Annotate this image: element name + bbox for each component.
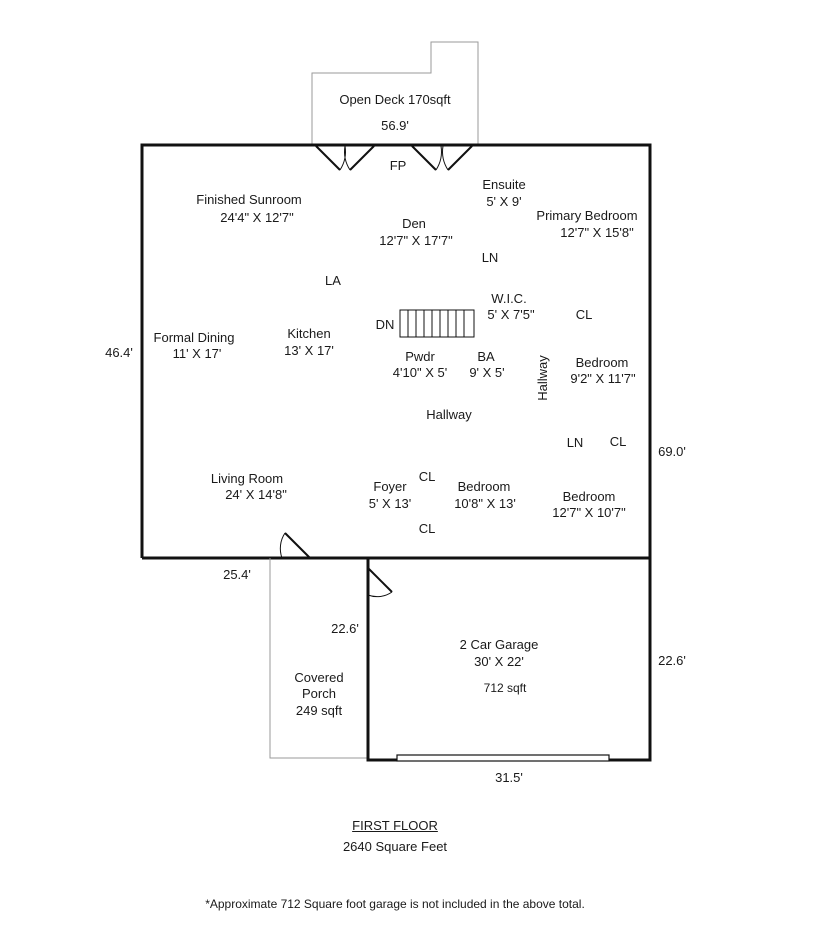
floor-title: FIRST FLOOR — [352, 818, 438, 833]
house-outer-wall — [140, 143, 652, 560]
wic-size: 5' X 7'5" — [487, 307, 535, 322]
dimension-garage-east: 22.6' — [658, 653, 686, 668]
linen-lower: LN — [567, 435, 584, 450]
bedroom-south-name: Bedroom — [563, 489, 616, 504]
primary-bedroom-size: 12'7" X 15'8" — [560, 225, 634, 240]
den-size: 12'7" X 17'7" — [379, 233, 453, 248]
dimension-garage-south: 31.5' — [495, 770, 523, 785]
bath-size: 9' X 5' — [469, 365, 504, 380]
porch-line2: Porch — [302, 686, 336, 701]
den-name: Den — [402, 216, 426, 231]
bedroom-center-name: Bedroom — [458, 479, 511, 494]
ensuite-name: Ensuite — [482, 177, 525, 192]
closet-east: CL — [610, 434, 627, 449]
closet-wic: CL — [576, 307, 593, 322]
sunroom-size: 24'4" X 12'7" — [220, 210, 294, 225]
porch-area: 249 sqft — [296, 703, 343, 718]
powder-name: Pwdr — [405, 349, 435, 364]
foyer-size: 5' X 13' — [369, 496, 412, 511]
ensuite-size: 5' X 9' — [486, 194, 521, 209]
formal-dining-size: 11' X 17' — [173, 346, 222, 361]
primary-bedroom-name: Primary Bedroom — [536, 208, 637, 223]
garage-entry-door — [367, 567, 393, 598]
living-room-name: Living Room — [211, 471, 283, 486]
deck-outline — [311, 41, 479, 145]
sunroom-name: Finished Sunroom — [196, 192, 302, 207]
living-room-size: 24' X 14'8" — [225, 487, 287, 502]
hallway-vertical: Hallway — [535, 355, 550, 401]
garage-name: 2 Car Garage — [460, 637, 539, 652]
deck-door-left-pair — [315, 145, 375, 171]
porch-outline — [269, 558, 368, 759]
deck-door-right-pair — [411, 145, 473, 171]
fireplace-label: FP — [390, 158, 407, 173]
bedroom-south-size: 12'7" X 10'7" — [552, 505, 626, 520]
closet-foyer-upper: CL — [419, 469, 436, 484]
bedroom-east-name: Bedroom — [576, 355, 629, 370]
garage-door — [396, 754, 610, 762]
laundry-label: LA — [325, 273, 341, 288]
bedroom-east-size: 9'2" X 11'7" — [570, 371, 636, 386]
deck-name: Open Deck 170sqft — [339, 92, 451, 107]
dimension-east: 69.0' — [658, 444, 686, 459]
deck-dimension: 56.9' — [381, 118, 409, 133]
garage-area: 712 sqft — [484, 681, 527, 695]
wic-name: W.I.C. — [491, 291, 526, 306]
linen-upper: LN — [482, 250, 499, 265]
dimension-west: 46.4' — [105, 345, 133, 360]
front-door — [279, 532, 311, 559]
stairs — [399, 309, 475, 338]
garage-size: 30' X 22' — [474, 654, 524, 669]
foyer-name: Foyer — [373, 479, 407, 494]
bedroom-center-size: 10'8" X 13' — [454, 496, 516, 511]
bath-name: BA — [477, 349, 495, 364]
stairs-down-label: DN — [376, 317, 395, 332]
floor-area: 2640 Square Feet — [342, 839, 448, 854]
dimension-south-west: 25.4' — [223, 567, 251, 582]
kitchen-name: Kitchen — [287, 326, 330, 341]
hallway-label: Hallway — [426, 407, 472, 422]
powder-size: 4'10" X 5' — [393, 365, 447, 380]
kitchen-size: 13' X 17' — [284, 343, 334, 358]
dimension-porch-side: 22.6' — [331, 621, 359, 636]
closet-foyer-lower: CL — [419, 521, 436, 536]
porch-line1: Covered — [294, 670, 343, 685]
garage-note: *Approximate 712 Square foot garage is n… — [205, 897, 585, 911]
formal-dining-name: Formal Dining — [154, 330, 235, 345]
